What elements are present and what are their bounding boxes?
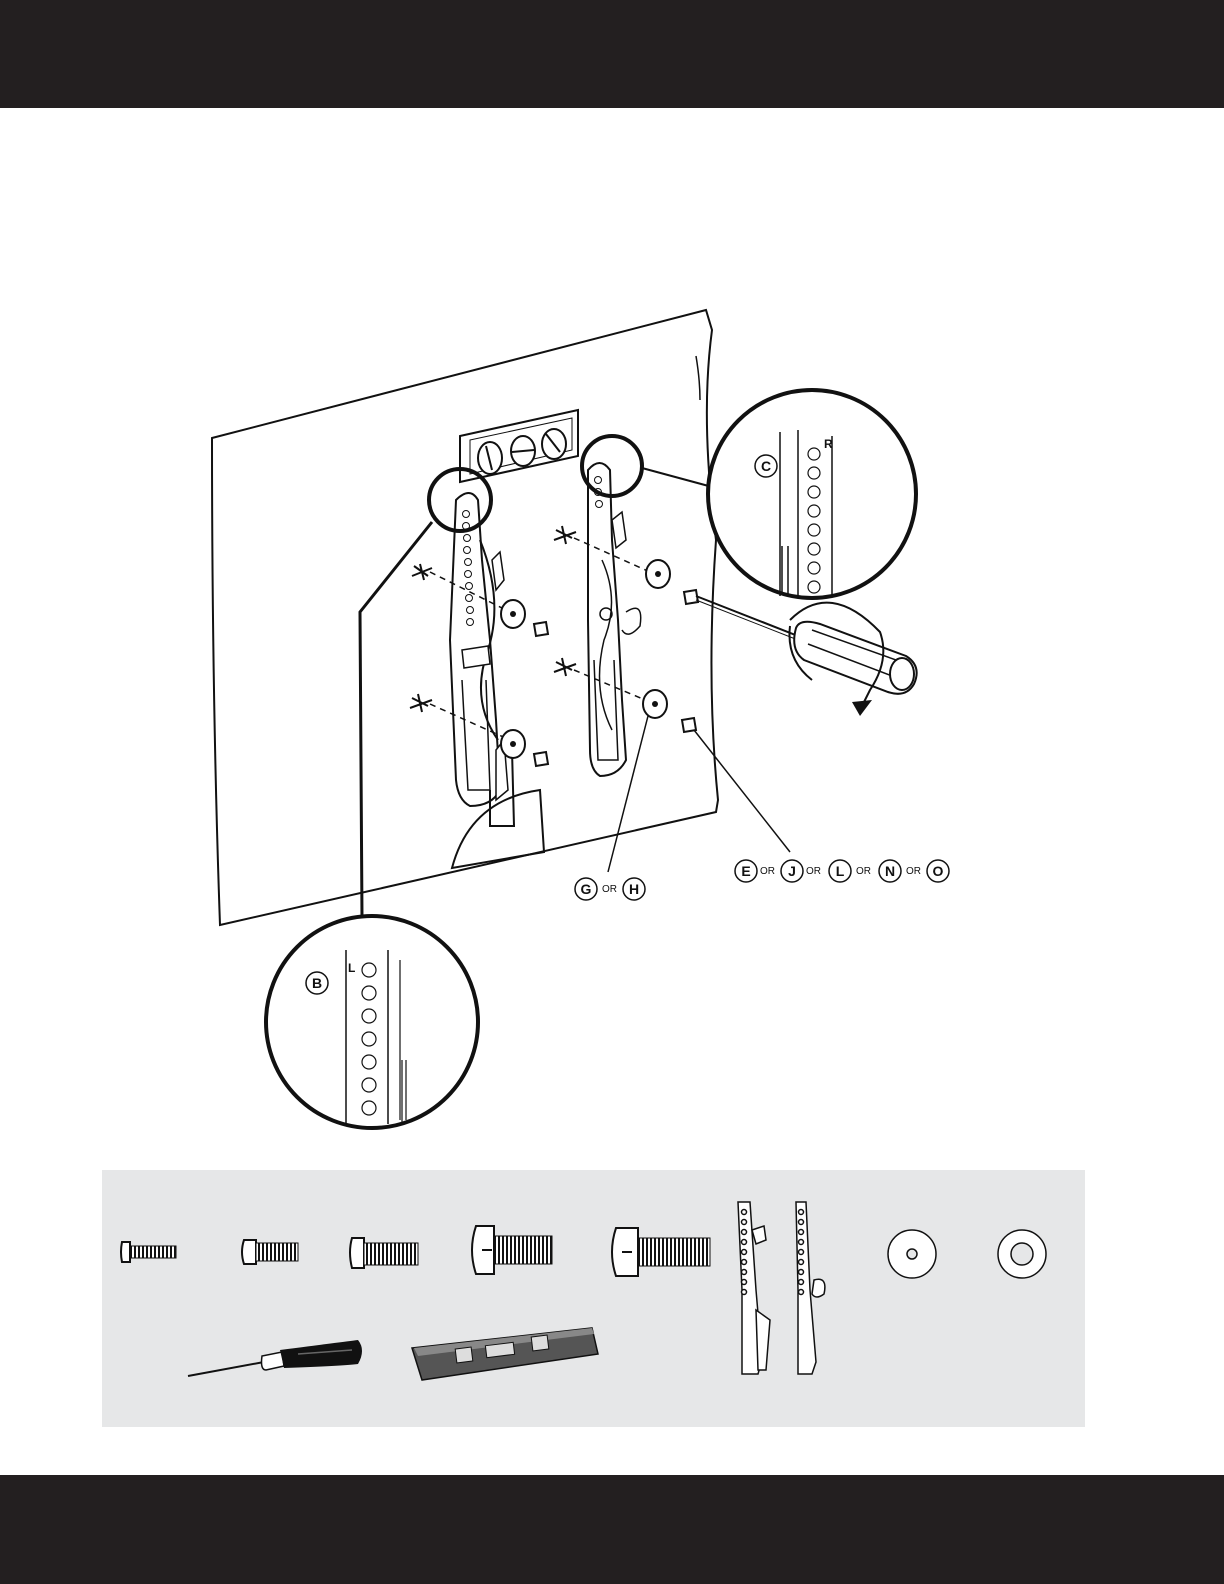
callout-label-right: C [761,458,771,474]
screw-large-2-icon [612,1228,710,1276]
svg-text:OR: OR [806,866,821,877]
screw-small-icon [121,1242,176,1262]
bracket-pair-icon [738,1202,825,1374]
svg-text:OR: OR [856,866,871,877]
screw-large-1-icon [472,1226,552,1274]
screwdriver-icon [188,1340,362,1376]
svg-text:OR: OR [602,884,617,895]
svg-text:OR: OR [906,866,921,877]
screwdriver-in-use [696,596,917,716]
screw-option-j: J [788,863,796,879]
screw-option-l: L [836,863,845,879]
assembly-diagram: R C L B G OR H E OR J OR [0,0,1224,1170]
screw-option-n: N [885,863,895,879]
side-marker-right: R [824,437,833,451]
parts-illustration [102,1170,1085,1427]
parts-panel [102,1170,1085,1427]
washer-option-g: G [581,881,592,897]
screw-medium-2-icon [350,1238,418,1268]
side-marker-left: L [348,961,355,975]
washer-option-labels: G OR H [575,878,645,900]
screw-option-labels: E OR J OR L OR N OR O [735,860,949,882]
washer-large-hole-icon [998,1230,1046,1278]
svg-text:OR: OR [760,866,775,877]
bubble-level-icon [412,1328,598,1380]
washer-small-hole-icon [888,1230,936,1278]
callout-label-left: B [312,975,322,991]
screw-option-e: E [741,863,750,879]
footer-bar [0,1475,1224,1584]
screw-option-o: O [933,863,944,879]
washer-option-h: H [629,881,639,897]
screw-medium-1-icon [242,1240,298,1264]
